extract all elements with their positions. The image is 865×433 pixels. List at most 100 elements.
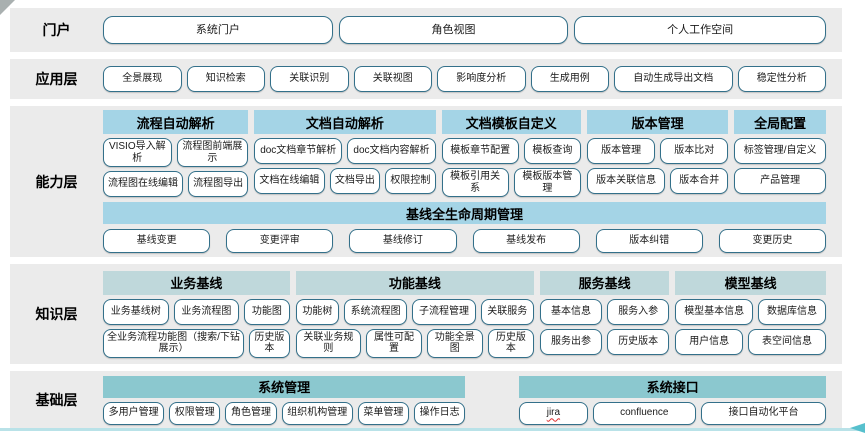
module-box: 组织机构管理 (281, 401, 353, 425)
group-process-auto-parse: 流程自动解析 VISIO导入解析流程图前端展示 流程图在线编辑流程图导出 (103, 110, 249, 197)
chip-row: 版本关联信息版本合并 (587, 168, 729, 194)
module-box: 服务入参 (607, 298, 670, 325)
module-box: 版本关联信息 (587, 168, 666, 194)
module-box: 模板查询 (523, 138, 582, 164)
module-box: 角色视图 (338, 16, 569, 44)
chip-row: 产品管理 (734, 168, 826, 194)
chip-row: 文档在线编辑文档导出权限控制 (254, 168, 436, 194)
layer-application: 应用层 全景展现知识检索关联识别关联视图影响度分析生成用例自动生成导出文档稳定性… (10, 59, 842, 99)
module-box: 基线变更 (103, 229, 211, 253)
foundation-groups: 系统管理 多用户管理权限管理角色管理组织机构管理菜单管理操作日志 系统接口 ji… (103, 375, 827, 425)
module-box: 权限管理 (169, 401, 221, 425)
group-title: 模型基线 (675, 270, 826, 295)
chip-row: 版本管理版本比对 (587, 138, 729, 164)
group-service-baseline: 服务基线 基本信息服务入参 服务出参历史版本 (539, 270, 670, 358)
module-box: 模板章节配置 (441, 138, 519, 164)
module-box: doc文档章节解析 (254, 138, 343, 164)
layer-capability: 能力层 流程自动解析 VISIO导入解析流程图前端展示 流程图在线编辑流程图导出… (10, 106, 842, 257)
module-box: confluence (592, 401, 696, 425)
group-system-management: 系统管理 多用户管理权限管理角色管理组织机构管理菜单管理操作日志 (103, 375, 466, 425)
layer-label-foundation: 基础层 (35, 392, 78, 408)
group-model-baseline: 模型基线 模型基本信息数据库信息 用户信息表空间信息 (675, 270, 826, 358)
chip-row: 服务出参历史版本 (539, 328, 670, 355)
module-box: 关联视图 (353, 66, 432, 92)
module-box: 服务出参 (539, 328, 603, 355)
chip-row: 多用户管理权限管理角色管理组织机构管理菜单管理操作日志 (103, 401, 466, 425)
chip-row: 全业务流程功能图（搜索/下钻展示）历史版本 (103, 328, 290, 358)
group-version-management: 版本管理 版本管理版本比对 版本关联信息版本合并 (587, 110, 729, 197)
module-box: 流程图前端展示 (176, 138, 249, 167)
module-box: 功能图 (244, 298, 290, 325)
group-title: 功能基线 (295, 270, 534, 295)
module-box: 流程图导出 (188, 171, 249, 197)
module-box: 权限控制 (385, 168, 436, 194)
knowledge-groups: 业务基线 业务基线树业务流程图功能图 全业务流程功能图（搜索/下钻展示）历史版本… (103, 270, 826, 358)
module-box: 关联服务 (480, 298, 534, 325)
module-box: 个人工作空间 (574, 16, 827, 44)
module-box: 子流程管理 (412, 298, 476, 325)
chip-row: 功能树系统流程图子流程管理关联服务 (295, 298, 534, 325)
module-box: 知识检索 (186, 66, 265, 92)
chip-row: 业务基线树业务流程图功能图 (103, 298, 290, 325)
module-box: 生成用例 (530, 66, 609, 92)
module-box: jira (519, 401, 588, 425)
group-title: 文档自动解析 (254, 110, 436, 134)
module-box: 历史版本 (249, 328, 290, 358)
group-title: 版本管理 (587, 110, 729, 134)
module-box: 模型基本信息 (675, 298, 754, 325)
group-function-baseline: 功能基线 功能树系统流程图子流程管理关联服务 关联业务规则属性可配置功能全景图历… (295, 270, 534, 358)
chip-row: 关联业务规则属性可配置功能全景图历史版本 (295, 328, 534, 358)
module-box: 基线修订 (349, 229, 457, 253)
module-box: 影响度分析 (437, 66, 526, 92)
baseline-buttons-row: 基线变更变更评审基线修订基线发布版本纠错变更历史 (103, 229, 827, 253)
module-box: 操作日志 (414, 401, 466, 425)
group-title: 文档模板自定义 (441, 110, 581, 134)
module-box: 业务流程图 (173, 298, 240, 325)
group-title: 全局配置 (734, 110, 826, 134)
chip-row: 用户信息表空间信息 (675, 328, 826, 355)
module-box: 系统流程图 (344, 298, 408, 325)
module-box: 全业务流程功能图（搜索/下钻展示） (103, 328, 245, 358)
module-box: doc文档内容解析 (347, 138, 436, 164)
module-box: 接口自动化平台 (700, 401, 827, 425)
module-box: 菜单管理 (357, 401, 410, 425)
module-box: 功能全景图 (426, 328, 483, 358)
module-box: 功能树 (295, 298, 340, 325)
module-box: 自动生成导出文档 (614, 66, 733, 92)
group-title: 业务基线 (103, 270, 290, 295)
group-doc-template-custom: 文档模板自定义 模板章节配置模板查询 模板引用关系模板版本管理 (441, 110, 582, 197)
layer-foundation: 基础层 系统管理 多用户管理权限管理角色管理组织机构管理菜单管理操作日志 系统接… (10, 371, 842, 429)
module-box: 变更评审 (226, 229, 334, 253)
chip-row: 流程图在线编辑流程图导出 (103, 171, 249, 197)
module-box: 版本比对 (660, 138, 729, 164)
module-box: 历史版本 (487, 328, 534, 358)
page-corner-fold-icon (0, 0, 15, 15)
layer-knowledge: 知识层 业务基线 业务基线树业务流程图功能图 全业务流程功能图（搜索/下钻展示）… (10, 264, 842, 364)
group-title: 系统管理 (103, 375, 466, 398)
module-box: 业务基线树 (103, 298, 169, 325)
layer-label-capability: 能力层 (35, 173, 78, 190)
module-box: 多用户管理 (103, 401, 165, 425)
group-business-baseline: 业务基线 业务基线树业务流程图功能图 全业务流程功能图（搜索/下钻展示）历史版本 (103, 270, 290, 358)
layer-portal: 门户 系统门户角色视图个人工作空间 (10, 8, 842, 52)
module-box: 版本纠错 (595, 229, 703, 253)
module-box: 数据库信息 (758, 298, 826, 325)
layer-label-portal: 门户 (42, 22, 71, 38)
chip-row: 模板章节配置模板查询 (441, 138, 582, 164)
module-box: 模板版本管理 (513, 168, 581, 197)
module-box: 关联识别 (270, 66, 349, 92)
chip-row: 模板引用关系模板版本管理 (441, 168, 581, 197)
baseline-lifecycle-section: 基线全生命周期管理 基线变更变更评审基线修订基线发布版本纠错变更历史 (103, 202, 827, 253)
module-box: 关联业务规则 (295, 328, 362, 358)
module-box: 流程图在线编辑 (103, 171, 184, 197)
module-box: 系统门户 (103, 16, 333, 44)
module-box: 基线发布 (472, 229, 580, 253)
layer-label-application: 应用层 (35, 71, 78, 87)
module-box: 基本信息 (539, 298, 603, 325)
capability-groups: 流程自动解析 VISIO导入解析流程图前端展示 流程图在线编辑流程图导出 文档自… (103, 110, 826, 197)
module-box: 属性可配置 (366, 328, 422, 358)
chip-row: 模型基本信息数据库信息 (675, 298, 826, 325)
